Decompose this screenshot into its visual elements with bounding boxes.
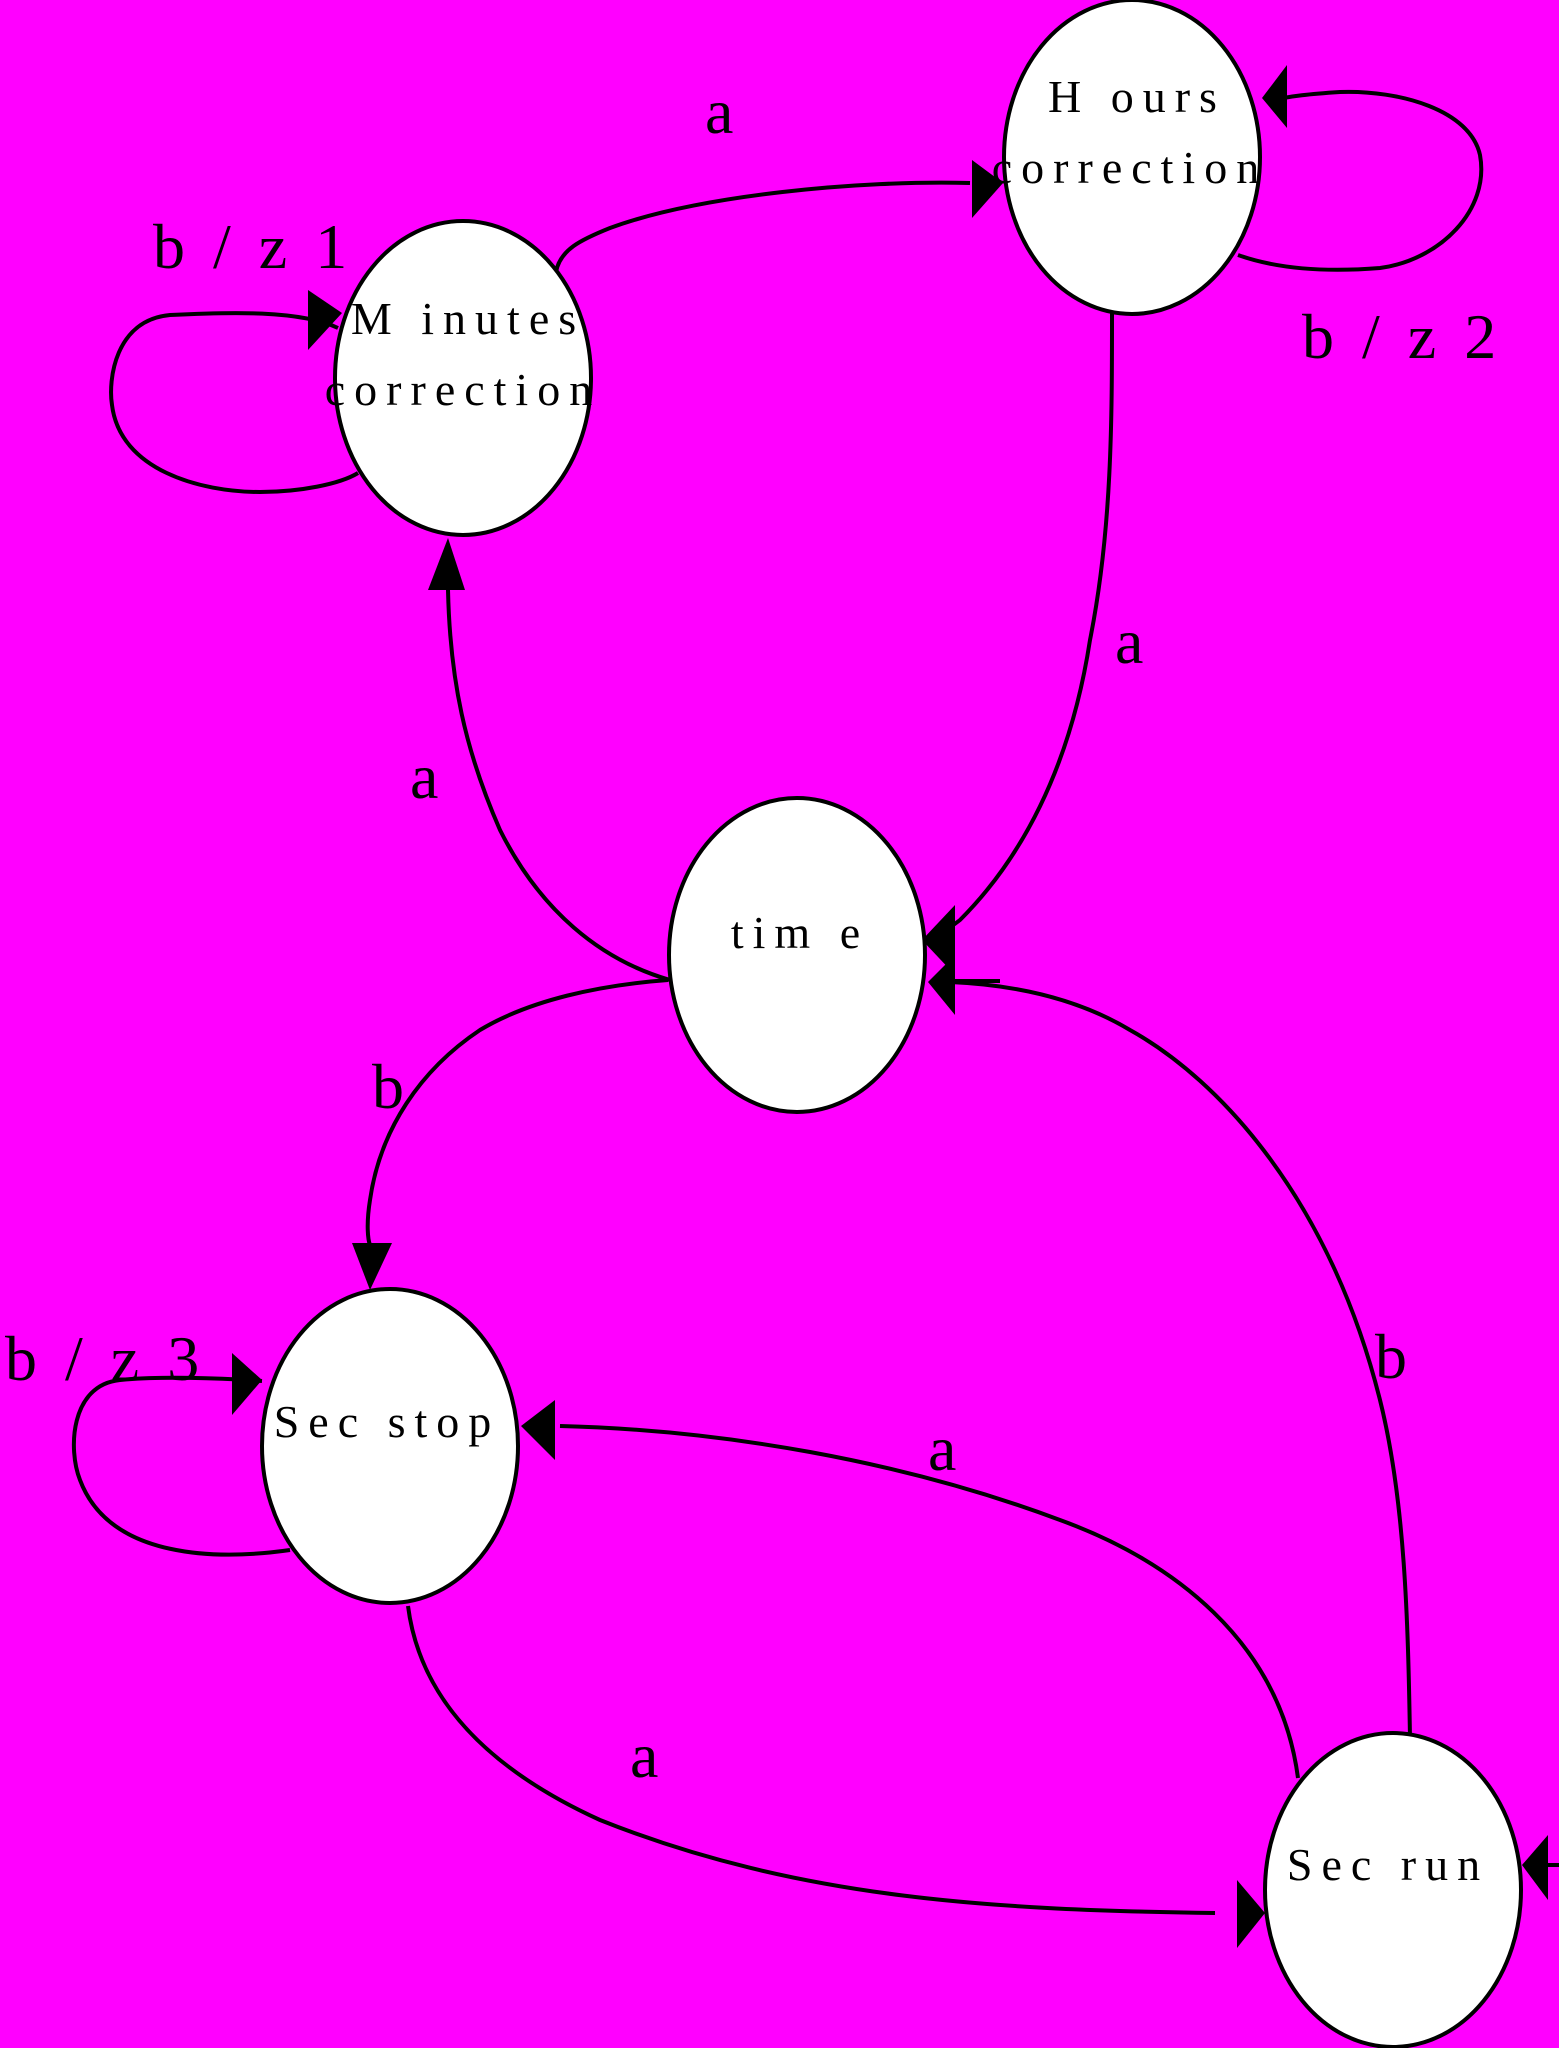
edge-secrun-to-time [949, 980, 1412, 1739]
arrowhead-secstop-self [232, 1353, 262, 1415]
edge-time-to-secstop [365, 978, 669, 1246]
edge-secrun-to-secstop [559, 1424, 1300, 1779]
arrowhead-minutes-self [308, 290, 342, 350]
edge-label-secstop-to-secrun: a [630, 1720, 664, 1791]
state-label-line: correction [325, 364, 601, 415]
edge-minutes-to-hours [554, 180, 971, 273]
state-label-line: Sec stop [274, 1396, 501, 1447]
arrowhead-time-from-hours [922, 905, 955, 975]
arrowhead-minutes-from-time [428, 538, 465, 590]
edge-label-secrun-to-secstop: a [928, 1413, 962, 1484]
arrowhead-secrun-from-secstop [1237, 1880, 1265, 1948]
edge-label-minutes-self: b / z 1 [153, 211, 353, 282]
edge-label-secrun-to-time: b [1375, 1321, 1413, 1392]
edge-label-time-to-secstop: b [372, 1051, 410, 1122]
state-hours-correction: H ours correction [992, 0, 1268, 316]
state-time: tim e [667, 796, 927, 1114]
edge-label-secstop-self: b / z 3 [5, 1323, 205, 1394]
arrowhead-hours-self [1262, 65, 1287, 128]
state-label-line: Sec run [1287, 1839, 1489, 1890]
arrowhead-secrun-initial [1522, 1835, 1548, 1900]
edge-secstop-self-loop [71, 1375, 291, 1557]
edge-hours-self-loop [1237, 89, 1484, 272]
edge-label-time-to-minutes: a [410, 741, 444, 812]
edge-label-hours-self: b / z 2 [1302, 301, 1502, 372]
state-sec-run: Sec run [1263, 1731, 1523, 2048]
state-sec-stop: Sec stop [260, 1287, 520, 1605]
edge-minutes-self-loop [109, 311, 360, 495]
arrowhead-time-from-secrun [928, 955, 955, 1015]
arrowhead-hours [972, 160, 1003, 218]
edge-label-minutes-to-hours: a [705, 76, 739, 147]
state-label-line: M inutes [351, 293, 585, 344]
edge-label-hours-to-time: a [1115, 606, 1149, 677]
state-minutes-correction: M inutes correction [325, 219, 601, 537]
arrowhead-secstop-from-secrun [521, 1400, 555, 1460]
edge-secstop-to-secrun [406, 1605, 1216, 1915]
edge-hours-to-time [919, 311, 1114, 942]
arrowhead-secstop-from-time [352, 1243, 392, 1290]
state-label-line: tim e [731, 907, 869, 958]
state-label-line: H ours [1048, 71, 1226, 122]
state-label-line: correction [992, 142, 1268, 193]
edge-time-to-minutes [446, 589, 671, 982]
